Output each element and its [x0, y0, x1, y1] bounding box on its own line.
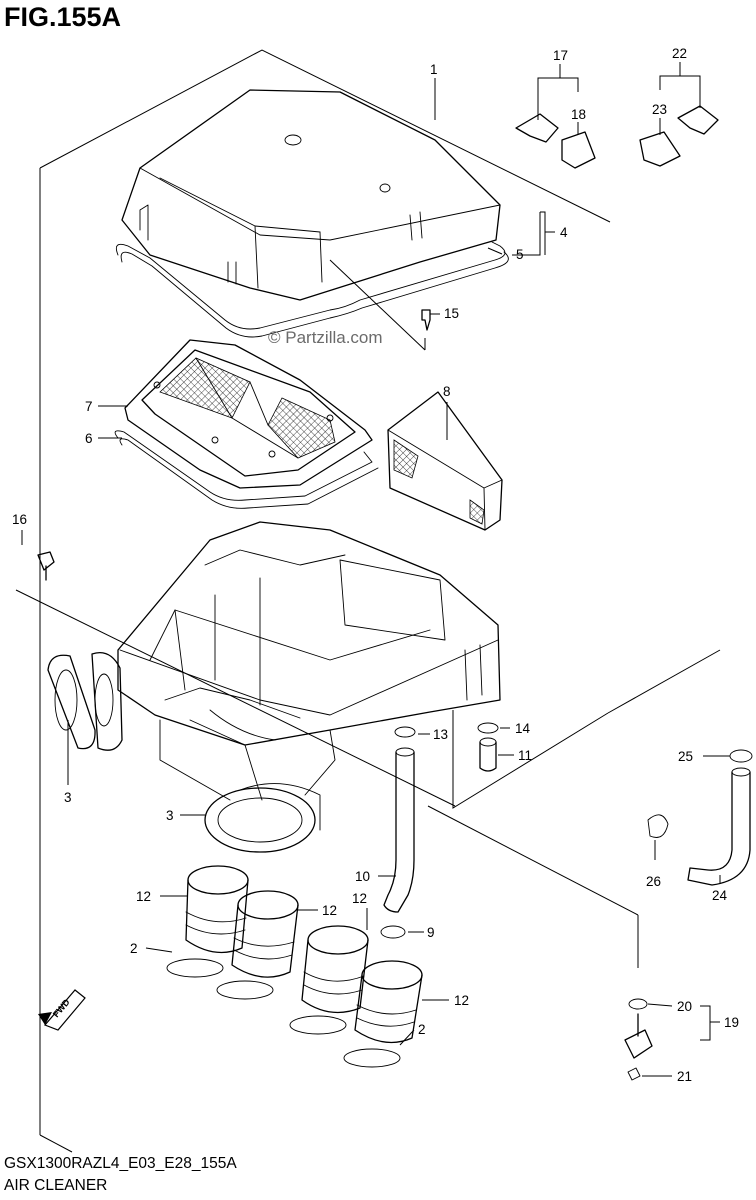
callout-20: 20 — [677, 999, 692, 1014]
watermark-text: © Partzilla.com — [268, 328, 383, 347]
callout-4: 4 — [560, 225, 568, 240]
filter-element — [114, 339, 379, 509]
callout-17: 17 — [553, 48, 568, 63]
air-cleaner-cover — [121, 89, 501, 301]
figure-name: AIR CLEANER — [4, 1177, 108, 1194]
callout-13: 13 — [433, 727, 448, 742]
hose-clamps — [166, 958, 401, 1068]
duct-seal-center — [204, 783, 321, 853]
callout-7: 7 — [85, 399, 93, 414]
callout-2-b: 2 — [418, 1022, 426, 1037]
fasteners — [37, 309, 431, 581]
callout-10: 10 — [355, 869, 370, 884]
leader-lines — [21, 62, 730, 1077]
callout-12-d: 12 — [454, 993, 469, 1008]
callout-6: 6 — [85, 431, 93, 446]
callout-8: 8 — [443, 384, 451, 399]
callout-19: 19 — [724, 1015, 739, 1030]
callout-1: 1 — [430, 62, 438, 77]
callout-12-c: 12 — [352, 891, 367, 906]
callout-12-b: 12 — [322, 903, 337, 918]
forward-arrow-icon: FWD — [38, 989, 86, 1031]
callout-11: 11 — [518, 748, 532, 763]
callout-14: 14 — [515, 721, 531, 736]
callout-9: 9 — [427, 925, 435, 940]
cover-seal — [115, 241, 509, 338]
figure-title: FIG.155A — [4, 2, 122, 32]
callout-22: 22 — [672, 46, 687, 61]
callout-12-a: 12 — [136, 889, 151, 904]
figure-code: GSX1300RAZL4_E03_E28_155A — [4, 1155, 237, 1172]
callout-5: 5 — [516, 247, 524, 262]
callout-3-center: 3 — [166, 808, 174, 823]
callout-2-a: 2 — [130, 941, 138, 956]
secondary-filter — [387, 391, 503, 531]
breather-hose — [647, 749, 753, 886]
callout-26: 26 — [646, 874, 661, 889]
assembly-boundary — [15, 49, 721, 1153]
callout-23: 23 — [652, 102, 667, 117]
duct-seal-left — [47, 651, 123, 751]
drain-hose — [380, 722, 499, 939]
sensor-assembly — [624, 998, 653, 1081]
intake-boots — [185, 865, 423, 1044]
callout-15: 15 — [444, 306, 459, 321]
callout-21: 21 — [677, 1069, 692, 1084]
callout-16: 16 — [12, 512, 27, 527]
callout-25: 25 — [678, 749, 693, 764]
callout-3-left: 3 — [64, 790, 72, 805]
air-cleaner-case — [117, 521, 501, 801]
callout-24: 24 — [712, 888, 728, 903]
callout-18: 18 — [571, 107, 586, 122]
callout-numbers: 1 4 5 15 7 6 8 16 3 3 13 14 11 10 9 12 1… — [12, 46, 739, 1084]
connectors — [515, 105, 719, 169]
